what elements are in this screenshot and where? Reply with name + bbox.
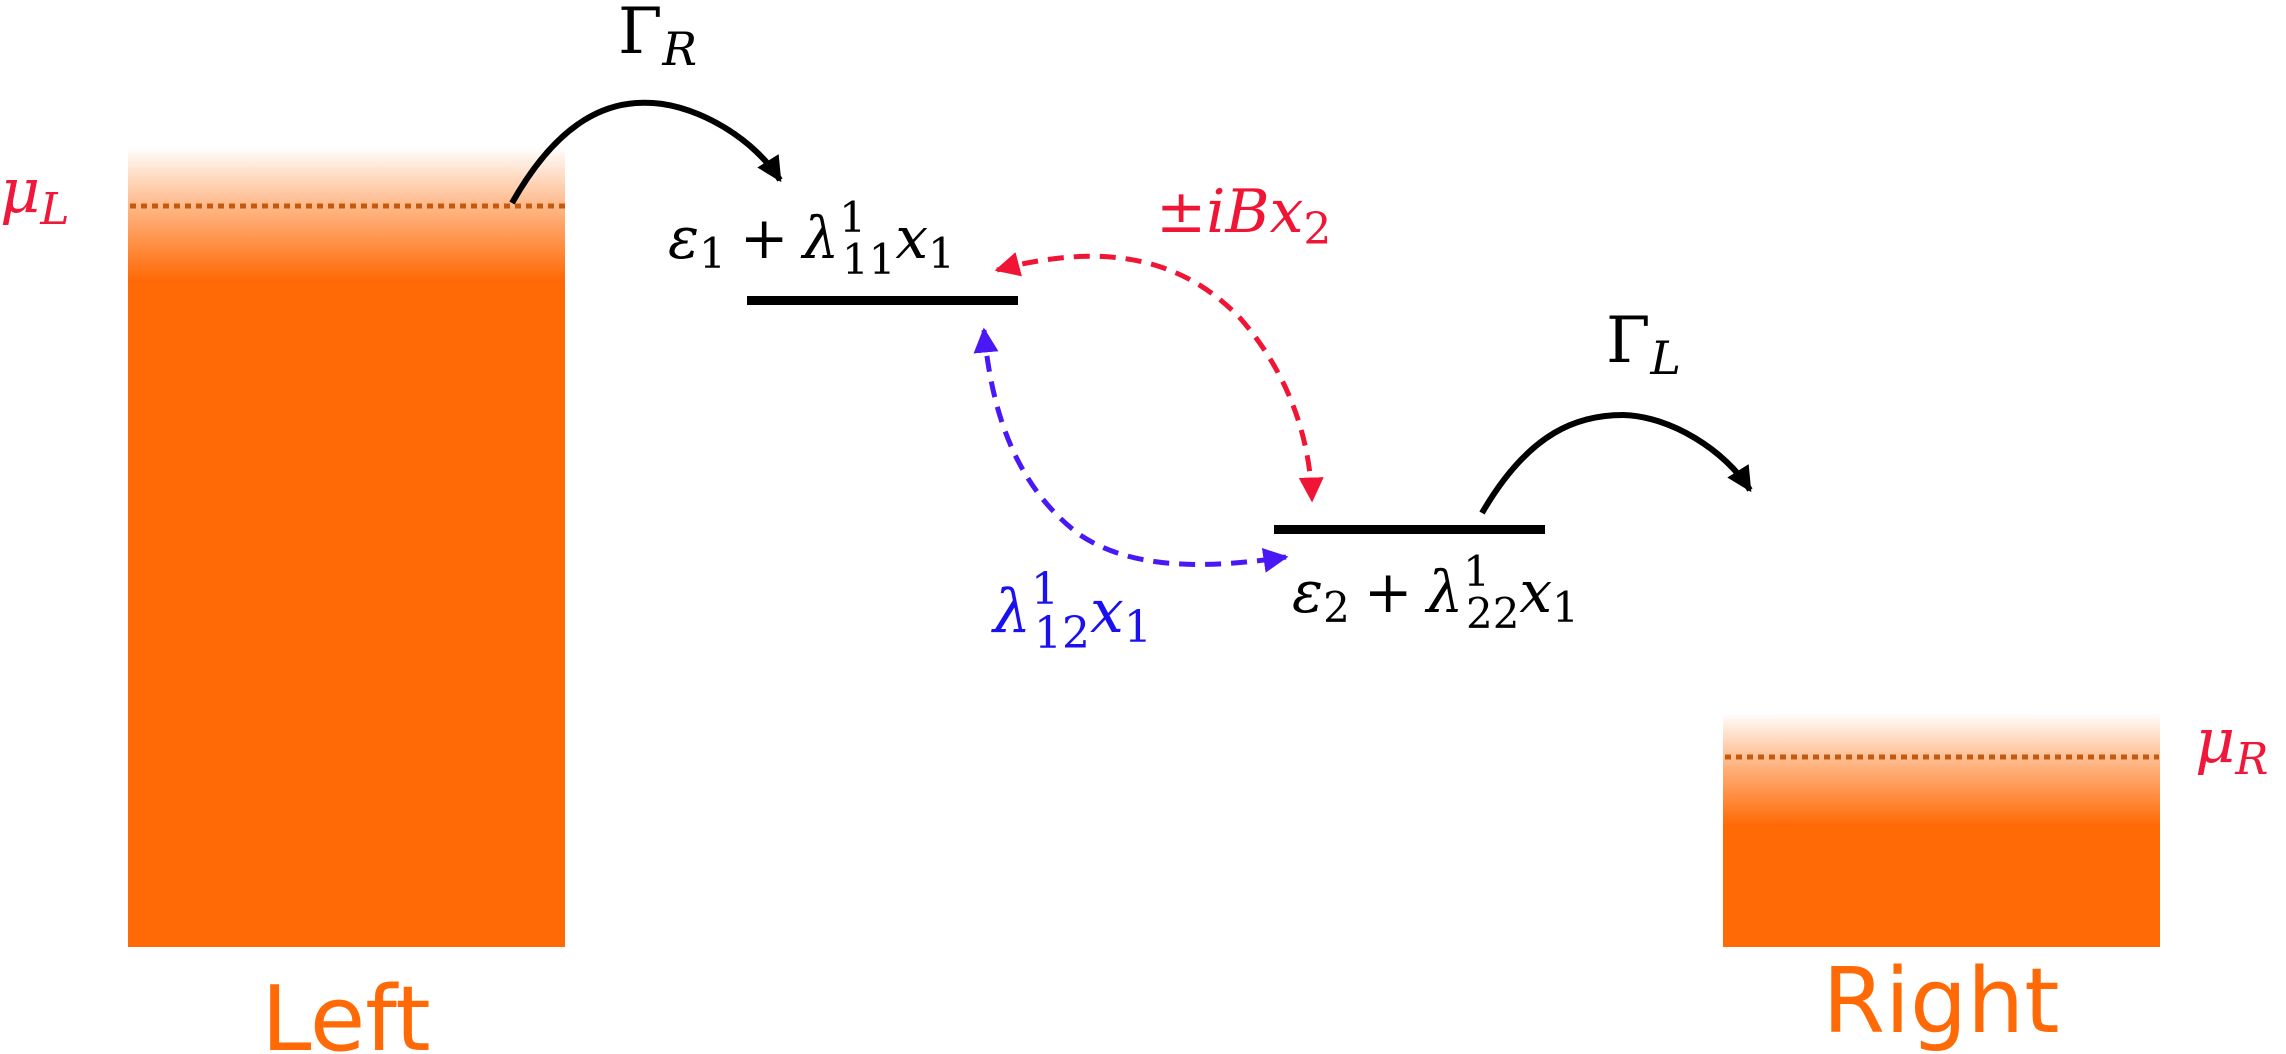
gamma-l-arrow [1479, 411, 1753, 515]
left-lead-label: Left [261, 967, 430, 1054]
mu-left-label: μL [0, 154, 70, 235]
gamma-r-arrow [509, 99, 783, 205]
mu-right-label: μR [2195, 704, 2268, 785]
magnetic-coupling: ±iBx2 [994, 177, 1331, 503]
gamma-r-tunneling: ΓR [509, 0, 783, 205]
right-lead-label: Right [1823, 949, 2060, 1054]
level-2-line [1274, 525, 1545, 534]
right-lead-band [1723, 713, 2160, 947]
magnetic-coupling-label: ±iBx2 [1156, 177, 1331, 255]
right-lead: μR Right [1723, 704, 2268, 1054]
vibronic-coupling-arrow [973, 327, 1289, 573]
magnetic-coupling-arrow [994, 252, 1324, 503]
level-1-line [747, 296, 1018, 305]
gamma-r-label: ΓR [618, 0, 697, 76]
gamma-l-tunneling: ΓL [1479, 304, 1753, 515]
left-lead: μL Left [0, 147, 565, 1054]
gamma-l-label: ΓL [1606, 304, 1681, 385]
left-lead-band [128, 147, 565, 947]
